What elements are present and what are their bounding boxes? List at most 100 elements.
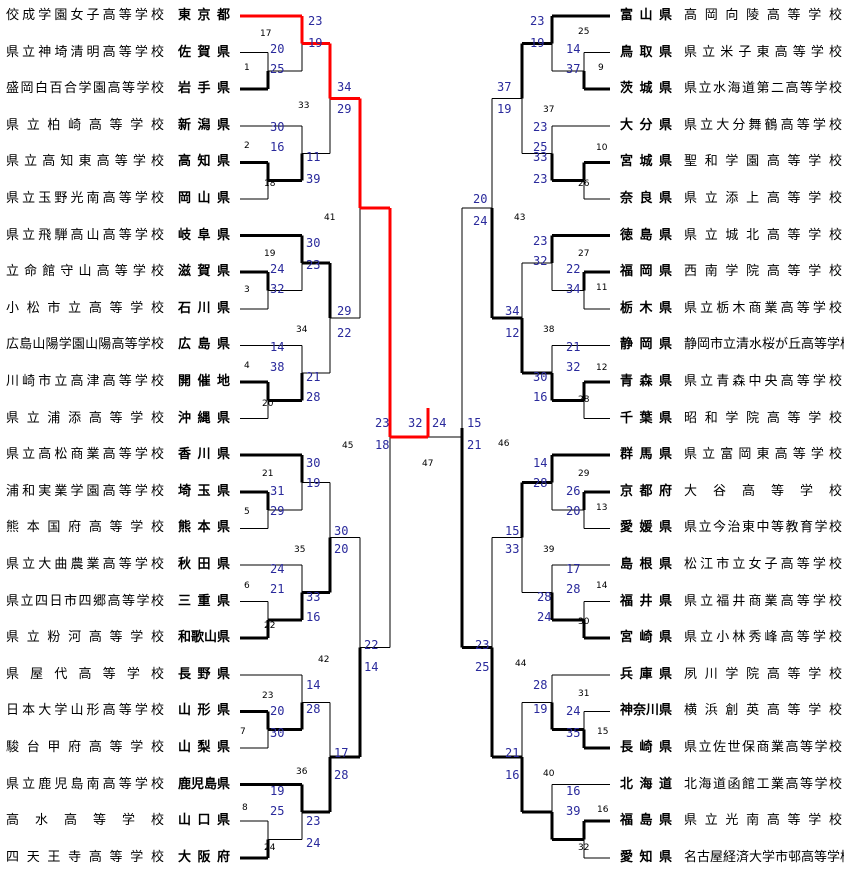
school-name-right: 県立富岡東高等学校 [684,447,842,463]
score-label: 22 [337,326,352,340]
match-number: 42 [318,655,330,665]
prefecture-right: 静岡県 [620,337,672,353]
prefecture-right: 長崎県 [620,740,672,755]
school-name-right: 大谷高等学校 [684,483,842,499]
prefecture-left: 香川県 [178,447,230,463]
match-number: 44 [515,659,527,669]
score-label: 20 [270,704,285,718]
score-label: 16 [270,140,285,154]
score-label: 23 [475,638,490,652]
prefecture-right: 北海道 [620,776,672,792]
prefecture-right: 愛知県 [620,849,672,865]
school-name-left: 県立浦添高等学校 [6,410,164,426]
school-name-left: 県立大曲農業高等学校 [6,557,164,572]
prefecture-right: 青森県 [620,374,672,389]
prefecture-left: 岩手県 [178,81,230,97]
prefecture-left: 熊本県 [178,520,230,536]
score-label: 32 [270,282,285,296]
match-number: 41 [324,213,336,223]
prefecture-right: 愛媛県 [620,520,672,536]
score-label: 23 [533,120,548,134]
prefecture-right: 千葉県 [620,410,672,426]
match-number: 22 [264,621,276,631]
match-number: 38 [543,325,555,335]
score-label: 29 [270,504,285,518]
prefecture-right: 茨城県 [620,81,672,97]
school-name-left: 県立神埼清明高等学校 [6,44,164,60]
match-number: 9 [598,63,604,73]
score-label: 31 [270,484,285,498]
prefecture-right: 福井県 [620,593,672,609]
score-label: 28 [537,590,552,604]
prefecture-left: 高知県 [178,154,230,170]
score-label: 19 [306,476,321,490]
match-number: 32 [578,843,590,853]
match-number: 17 [260,29,272,39]
school-name-left: 立命館守山高等学校 [6,264,164,280]
score-label: 20 [334,542,349,556]
prefecture-left: 鹿児島県 [178,776,231,792]
score-label: 23 [306,258,321,272]
school-name-left: 県立粉河高等学校 [6,630,164,646]
prefecture-right: 福島県 [620,813,672,829]
score-label: 15 [505,524,520,538]
school-name-right: 松江市立女子高等学校 [684,557,842,572]
prefecture-left: 埼玉県 [178,483,230,499]
school-name-right: 県立城北高等学校 [684,227,842,243]
school-name-right: 名古屋経済大学市邨高等学校 [684,849,844,865]
match-number: 45 [342,441,354,451]
score-label: 16 [533,390,548,404]
prefecture-left: 長野県 [178,666,230,682]
score-label: 12 [505,326,520,340]
score-label: 25 [270,804,285,818]
school-name-left: 日本大学山形高等学校 [6,703,164,719]
score-label: 37 [497,80,512,94]
score-label: 22 [364,638,379,652]
match-number: 14 [596,581,608,591]
school-name-right: 県立佐世保商業高等学校 [684,740,842,755]
prefecture-left: 山梨県 [178,740,230,755]
match-number: 20 [262,399,274,409]
prefecture-right: 京都府 [620,483,672,499]
score-label: 17 [566,562,581,576]
match-number: 15 [597,727,609,737]
match-number: 26 [578,179,590,189]
prefecture-right: 奈良県 [620,191,672,206]
match-number: 4 [244,361,250,371]
prefecture-left: 沖縄県 [178,410,230,426]
score-label: 28 [533,476,548,490]
school-name-right: 県立青森中央高等学校 [684,374,842,389]
score-label: 23 [533,172,548,186]
score-label: 19 [497,102,512,116]
match-number: 40 [543,769,555,779]
school-name-right: 県立大分舞鶴高等学校 [684,117,842,133]
school-name-left: 小松市立高等学校 [6,300,164,316]
prefecture-right: 鳥取県 [620,44,672,60]
match-number: 34 [296,325,308,335]
score-label: 28 [533,678,548,692]
score-label: 25 [270,62,285,76]
score-label: 37 [566,62,581,76]
school-name-right: 北海道函館工業高等学校 [684,776,842,792]
school-name-right: 県立光南高等学校 [684,813,842,829]
score-label: 21 [505,746,520,760]
score-label: 20 [473,192,488,206]
prefecture-right: 兵庫県 [620,666,672,682]
school-name-left: 佼成学園女子高等学校 [6,8,164,23]
prefecture-left: 大阪府 [178,849,230,865]
score-label: 30 [270,726,285,740]
score-label: 17 [334,746,349,760]
score-label: 28 [306,390,321,404]
prefecture-right: 宮崎県 [620,630,672,646]
score-label: 32 [408,416,423,430]
match-number: 28 [578,395,590,405]
score-label: 25 [533,140,548,154]
score-label: 16 [306,610,321,624]
school-name-right: 県立水海道第二高等学校 [684,81,842,97]
score-label: 23 [533,234,548,248]
match-number: 39 [543,545,555,555]
score-label: 25 [475,660,490,674]
prefecture-left: 東京都 [178,8,230,23]
score-label: 24 [566,704,581,718]
